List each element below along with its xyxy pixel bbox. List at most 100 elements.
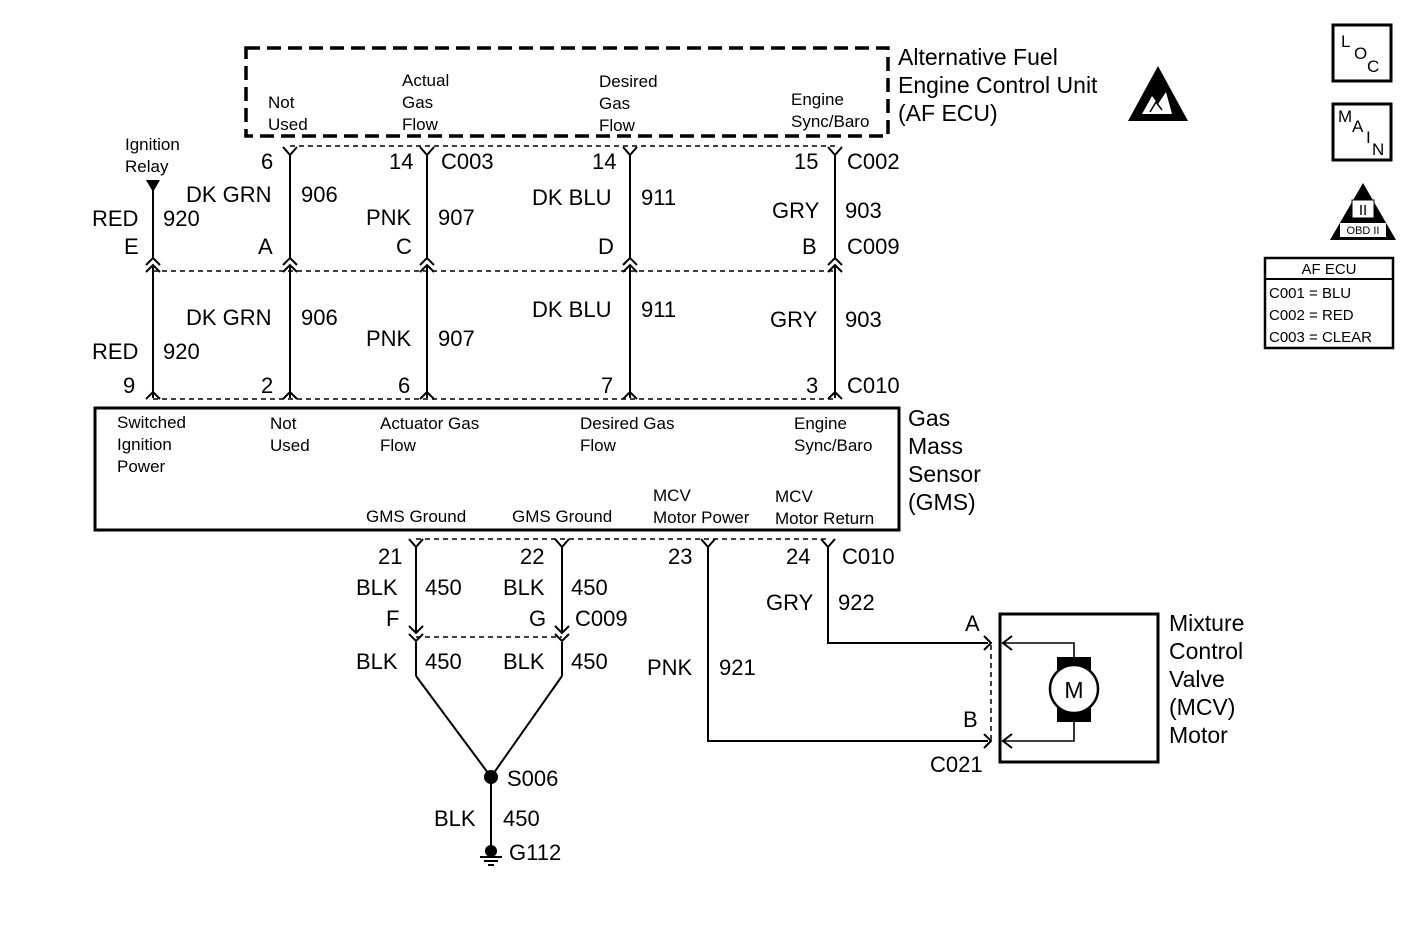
gms-label-desired-1: Desired Gas bbox=[580, 414, 674, 433]
gms-label-ground-2: GMS Ground bbox=[512, 507, 612, 526]
gms-title-1: Gas bbox=[908, 405, 950, 431]
af-ecu-title-line3: (AF ECU) bbox=[898, 100, 998, 126]
ignition-relay-label-2: Relay bbox=[125, 157, 169, 176]
ecu-label-desired-3: Flow bbox=[599, 116, 636, 135]
ecu-label-desired-2: Gas bbox=[599, 94, 630, 113]
gas-mass-sensor: Gas Mass Sensor (GMS) Switched Ignition … bbox=[93, 405, 981, 532]
main-letter-n: N bbox=[1372, 140, 1384, 159]
gms-top-terminals bbox=[145, 390, 843, 400]
gnd-wire1-color-lower: BLK bbox=[356, 649, 398, 674]
splice-dot-icon bbox=[484, 770, 498, 784]
mixture-control-valve: M Mixture Control Valve (MCV) Motor bbox=[998, 610, 1244, 764]
gnd-wire1-pin: F bbox=[386, 606, 399, 631]
gms-label-mcv-return-2: Motor Return bbox=[775, 509, 874, 528]
connector-c021: C021 bbox=[930, 752, 983, 777]
gms-label-mcv-power-1: MCV bbox=[653, 486, 691, 505]
wire-circuit-920-upper: 920 bbox=[163, 206, 200, 231]
ecu-label-not-used-2: Used bbox=[268, 115, 308, 134]
gms-label-ground-1: GMS Ground bbox=[366, 507, 466, 526]
gms-title-4: (GMS) bbox=[908, 489, 976, 515]
main-letter-i: I bbox=[1366, 128, 1371, 147]
mcv-wire-922-circuit: 922 bbox=[838, 590, 875, 615]
main-letter-m: M bbox=[1338, 107, 1352, 126]
gms-label-notused-1: Not bbox=[270, 414, 297, 433]
ecu-pin-6: 6 bbox=[261, 149, 273, 174]
mcv-title-5: Motor bbox=[1169, 722, 1228, 748]
motor-symbol: M bbox=[1064, 677, 1083, 703]
pin-d-c009: D bbox=[598, 234, 614, 259]
af-ecu-title-line2: Engine Control Unit bbox=[898, 72, 1098, 98]
pin-6-c010: 6 bbox=[398, 373, 410, 398]
lower-wires bbox=[152, 265, 836, 398]
gms-label-notused-2: Used bbox=[270, 436, 310, 455]
wire-color-red-lower: RED bbox=[92, 339, 138, 364]
connector-legend: AF ECU C001 = BLU C002 = RED C003 = CLEA… bbox=[1263, 256, 1395, 350]
mcv-title-1: Mixture bbox=[1169, 610, 1244, 636]
mcv-wire-gry-color: GRY bbox=[766, 590, 814, 615]
ground-icon bbox=[480, 845, 502, 866]
wire-circuit-911-lower: 911 bbox=[641, 297, 676, 322]
loc-letter-c: C bbox=[1367, 57, 1379, 76]
ecu-connector-terminals bbox=[282, 146, 843, 157]
gnd-wire1-color: BLK bbox=[356, 575, 398, 600]
ecu-label-actual-2: Gas bbox=[402, 93, 433, 112]
pin-9: 9 bbox=[123, 373, 135, 398]
af-ecu-title-line1: Alternative Fuel bbox=[898, 44, 1058, 70]
pin-c-c009: C bbox=[396, 234, 412, 259]
mcv-internal-wire-b bbox=[1002, 722, 1075, 742]
gnd-wire2-circuit: 450 bbox=[571, 575, 608, 600]
wire-color-pnk-lower: PNK bbox=[366, 326, 412, 351]
connector-c009-lower: C009 bbox=[575, 606, 628, 631]
pin-7: 7 bbox=[601, 373, 613, 398]
mcv-title-4: (MCV) bbox=[1169, 694, 1235, 720]
obd-ii-badge: II OBD II bbox=[1330, 183, 1396, 240]
gms-label-switched-3: Power bbox=[117, 457, 166, 476]
gms-label-engine-1: Engine bbox=[794, 414, 847, 433]
ground-label: G112 bbox=[509, 840, 561, 865]
gnd-wire2-color-lower: BLK bbox=[503, 649, 545, 674]
main-letter-a: A bbox=[1352, 117, 1364, 136]
obd-ii-text: OBD II bbox=[1346, 225, 1379, 237]
wire-circuit-907-lower: 907 bbox=[438, 326, 475, 351]
ground-wires bbox=[415, 547, 563, 850]
mcv-title-3: Valve bbox=[1169, 666, 1225, 692]
ecu-pin-14a: 14 bbox=[389, 149, 413, 174]
wire-circuit-911-upper: 911 bbox=[641, 185, 676, 210]
ecu-connector-c003: C003 bbox=[441, 149, 494, 174]
gms-box bbox=[93, 406, 901, 532]
gms-pin-24: 24 bbox=[786, 544, 810, 569]
wire-circuit-906-lower: 906 bbox=[301, 305, 338, 330]
af-ecu: Alternative Fuel Engine Control Unit (AF… bbox=[244, 44, 1098, 138]
mcv-title-2: Control bbox=[1169, 638, 1243, 664]
wire-circuit-920-lower: 920 bbox=[163, 339, 200, 364]
legend-row-1: C001 = BLU bbox=[1269, 285, 1351, 302]
gms-label-desired-2: Flow bbox=[580, 436, 617, 455]
wire-color-dkgrn-lower: DK GRN bbox=[186, 305, 272, 330]
mcv-wire-921-circuit: 921 bbox=[719, 655, 756, 680]
motor-icon: M bbox=[1048, 657, 1100, 722]
gms-title-2: Mass bbox=[908, 433, 963, 459]
ecu-label-not-used-1: Not bbox=[268, 93, 295, 112]
ecu-label-engine-1: Engine bbox=[791, 90, 844, 109]
c009-lower-terminals bbox=[408, 625, 570, 643]
wire-color-pnk-upper: PNK bbox=[366, 205, 412, 230]
gms-label-switched-1: Switched bbox=[117, 413, 186, 432]
esd-warning-icon bbox=[1128, 66, 1188, 121]
connector-c010-upper: C010 bbox=[847, 373, 900, 398]
loc-letter-l: L bbox=[1341, 32, 1350, 51]
pin-2: 2 bbox=[261, 373, 273, 398]
obd-ii-roman: II bbox=[1359, 202, 1367, 219]
gms-label-engine-2: Sync/Baro bbox=[794, 436, 872, 455]
ecu-pin-15: 15 bbox=[794, 149, 818, 174]
ecu-connector-c002: C002 bbox=[847, 149, 900, 174]
ignition-relay-label-1: Ignition bbox=[125, 135, 180, 154]
gms-label-mcv-power-2: Motor Power bbox=[653, 508, 750, 527]
c021-terminals bbox=[983, 635, 993, 749]
ground-run-color: BLK bbox=[434, 806, 476, 831]
gms-label-actuator-1: Actuator Gas bbox=[380, 414, 479, 433]
gms-label-switched-2: Ignition bbox=[117, 435, 172, 454]
gms-bottom-terminals bbox=[408, 538, 836, 549]
loc-badge: L O C bbox=[1331, 23, 1393, 83]
wire-color-gry-upper: GRY bbox=[772, 198, 820, 223]
